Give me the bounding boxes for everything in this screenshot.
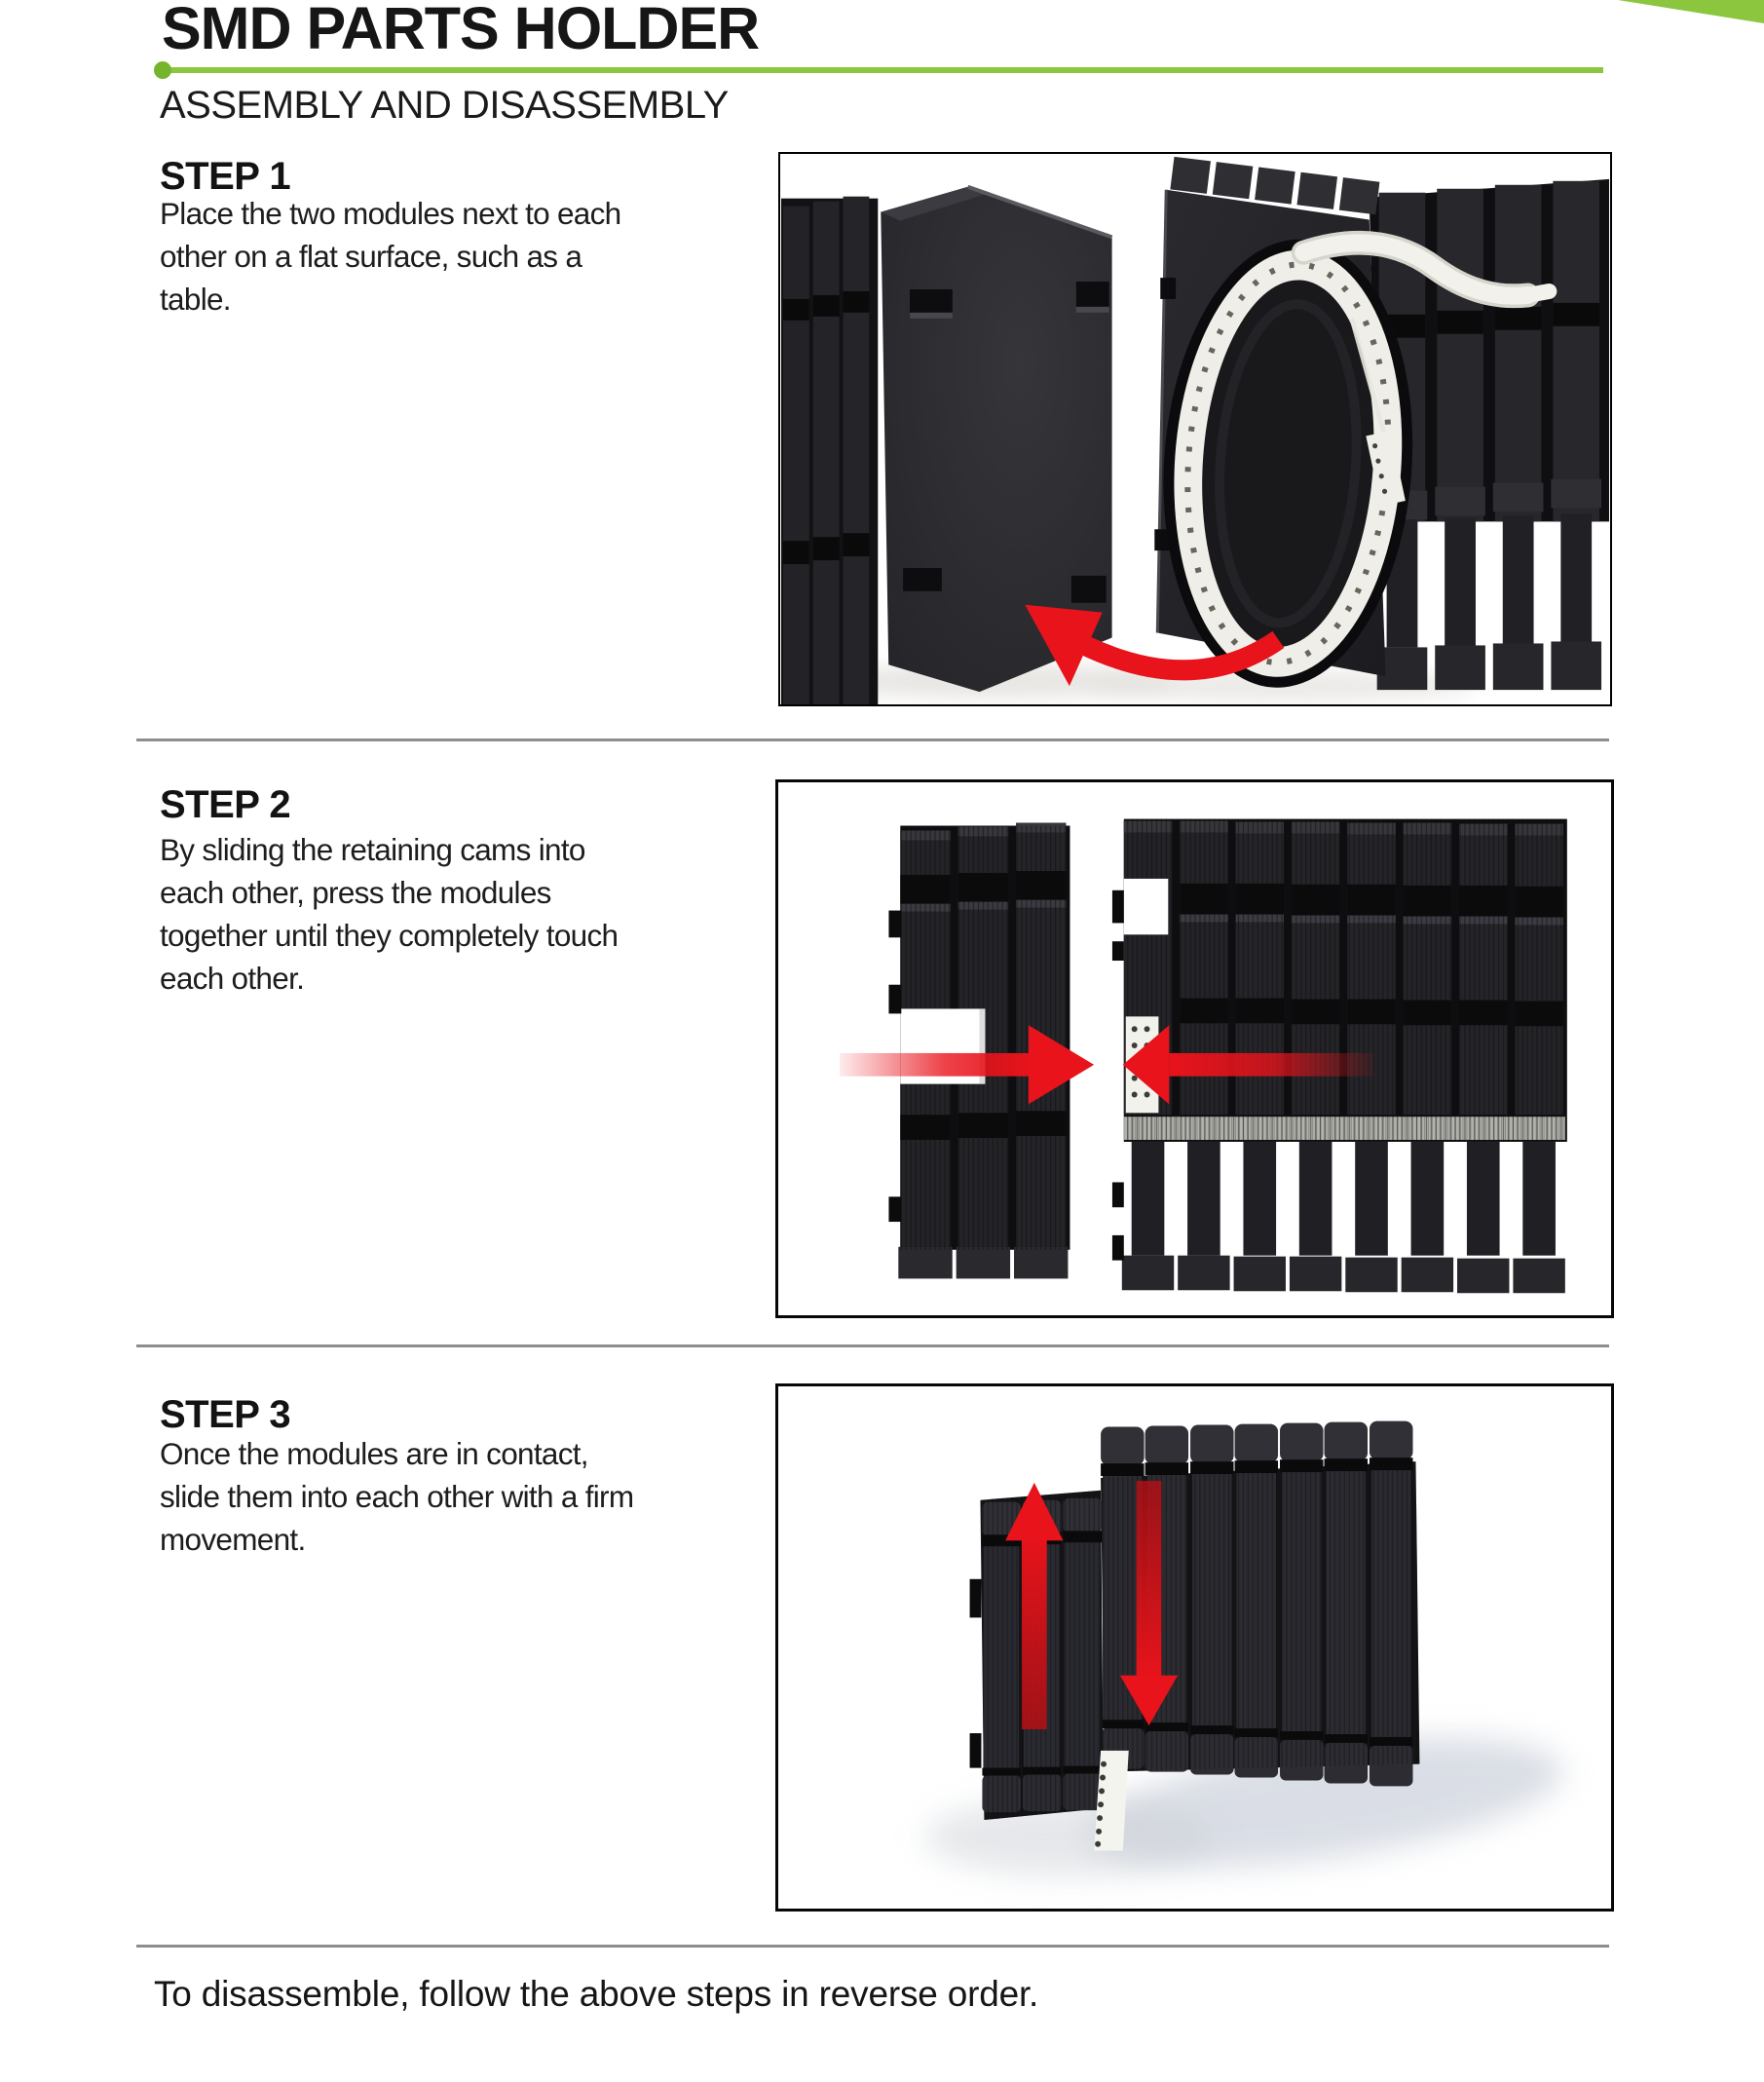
page-subtitle: ASSEMBLY AND DISASSEMBLY bbox=[160, 84, 729, 127]
title-underline bbox=[154, 61, 1603, 79]
step2-heading: STEP 2 bbox=[160, 783, 291, 826]
step1-photo bbox=[778, 152, 1612, 706]
step2-illustration bbox=[779, 782, 1610, 1315]
underline-dot bbox=[154, 61, 171, 79]
step3-illustration bbox=[779, 1386, 1610, 1909]
tape-strip bbox=[1291, 230, 1558, 507]
footer-note: To disassemble, follow the above steps i… bbox=[154, 1974, 1039, 2014]
step3-heading: STEP 3 bbox=[160, 1393, 291, 1436]
rotate-arrow bbox=[1025, 604, 1285, 687]
left-module bbox=[881, 184, 1113, 693]
slide-down-arrow bbox=[1119, 1480, 1179, 1726]
tape-reel bbox=[1163, 239, 1413, 688]
right-module bbox=[1101, 1420, 1420, 1787]
section-divider bbox=[136, 1945, 1609, 1948]
step2-body: By sliding the retaining cams into each … bbox=[160, 832, 619, 996]
press-arrow-left bbox=[839, 1025, 1095, 1105]
page-title: SMD PARTS HOLDER bbox=[162, 0, 760, 61]
press-arrow-right bbox=[1122, 1025, 1373, 1105]
step1-body: Place the two modules next to each other… bbox=[160, 196, 621, 317]
step2-photo bbox=[775, 779, 1614, 1318]
step1-illustration bbox=[781, 154, 1609, 704]
step1-heading: STEP 1 bbox=[160, 155, 291, 198]
tape-strip bbox=[1094, 1750, 1129, 1851]
section-divider bbox=[136, 738, 1609, 741]
corner-accent-triangle bbox=[1618, 0, 1764, 23]
slide-up-arrow bbox=[1005, 1482, 1064, 1730]
step3-body: Once the modules are in contact, slide t… bbox=[160, 1436, 634, 1557]
right-module bbox=[1154, 156, 1609, 691]
section-divider bbox=[136, 1344, 1609, 1347]
background-module bbox=[781, 196, 879, 704]
step3-photo bbox=[775, 1383, 1614, 1912]
